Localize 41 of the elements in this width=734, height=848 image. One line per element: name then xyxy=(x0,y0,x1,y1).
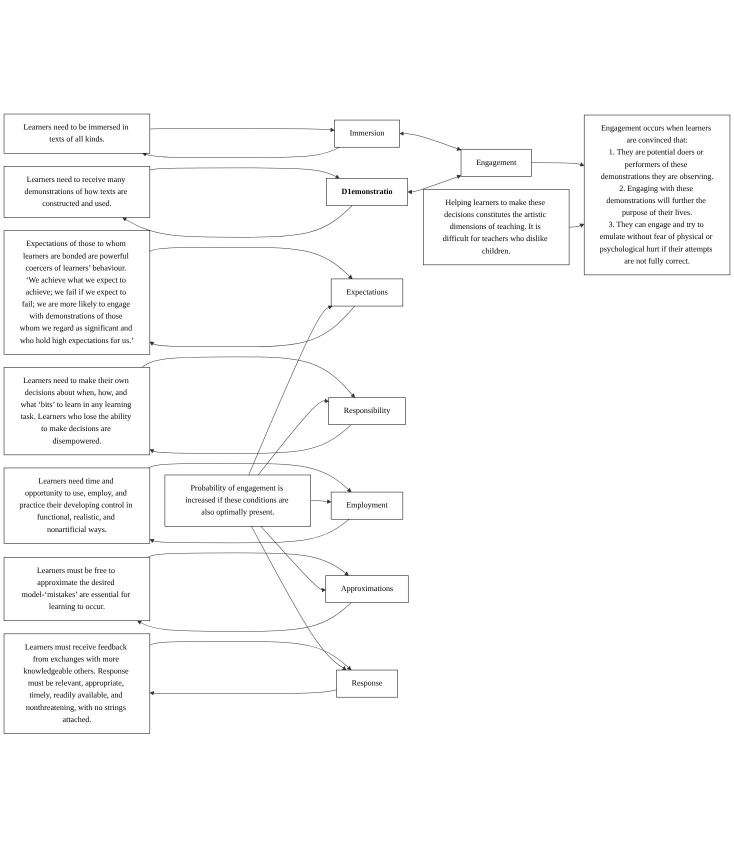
node-box: Expectations of those to whom learners are bonded are powerful coercers of learners’ behaviour. ‘We achieve what we expect to achieve; we fail if we expect to fail; we are more likely to engage with demonstrations of those whom we regard as significant and who hold high expectations for us.’ xyxy=(4,230,150,355)
node-box: Employment xyxy=(330,492,404,520)
node-box: Learners need to receive many demonstrations of how texts are constructed and used. xyxy=(4,166,150,218)
arrow xyxy=(260,526,326,593)
node-box: Probability of engagement is increased if these conditions are also optimally present. xyxy=(164,475,311,527)
node-box: Engagement xyxy=(460,149,532,177)
arrow xyxy=(531,162,584,167)
arrow xyxy=(568,224,584,228)
arrow xyxy=(248,306,333,476)
arrow xyxy=(150,424,352,454)
node-box: Response xyxy=(336,670,398,698)
arrow xyxy=(251,526,347,671)
node-box: Expectations xyxy=(330,278,404,307)
node-box: Learners need to be immersed in texts of all kinds. xyxy=(4,114,150,154)
node-box: Engagement occurs when learners are convinced that: 1. They are potential doers or performers of these demonstrations they are observing. 2. Engaging with these demonstrations will further the purpose of their lives. 3. They can engage and try to emulate without fear of physical or psychological hurt if their attempts are not fully correct. xyxy=(584,115,730,276)
arrow xyxy=(408,175,462,194)
arrow xyxy=(400,132,462,152)
node-box: Learners must receive feedback from exchanges with more knowledgeable others. Response must be relevant, appropriate, timely, readily available, and nonthreatening, with no strings attached. xyxy=(4,634,150,734)
node-box: Helping learners to make these decisions constitutes the artistic dimensions of teaching. It is difficult for teachers who dislike children. xyxy=(423,189,570,266)
arrow xyxy=(150,690,337,696)
node-box: Responsibility xyxy=(328,398,406,426)
node-box: Immersion xyxy=(334,120,400,148)
arrow xyxy=(258,398,329,476)
arrow xyxy=(142,147,340,158)
arrow xyxy=(122,206,353,238)
arrow xyxy=(150,247,353,280)
node-box: Learners need to make their own decisions about when, how, and what ‘bits’ to learn in any learning task. Learners who lose the ability to make decisions are disempowered. xyxy=(4,367,150,456)
node-box: Learners need time and opportunity to use, employ, and practice their developing control in functional, realistic, and nonartificial ways. xyxy=(4,468,150,544)
arrow xyxy=(150,128,335,132)
node-box: Learners must be free to approximate the desired model-‘mistakes’ are essential for learning to occur. xyxy=(4,557,150,622)
node-box: D1emonstratio xyxy=(326,178,408,206)
arrow xyxy=(150,306,356,348)
arrow xyxy=(150,168,340,179)
arrow xyxy=(150,519,350,544)
arrow xyxy=(137,602,352,632)
arrow xyxy=(147,552,349,576)
node-box: Approximations xyxy=(326,576,408,604)
arrow xyxy=(150,641,352,671)
arrow xyxy=(148,463,352,493)
arrow xyxy=(310,500,332,504)
arrow xyxy=(141,356,355,398)
